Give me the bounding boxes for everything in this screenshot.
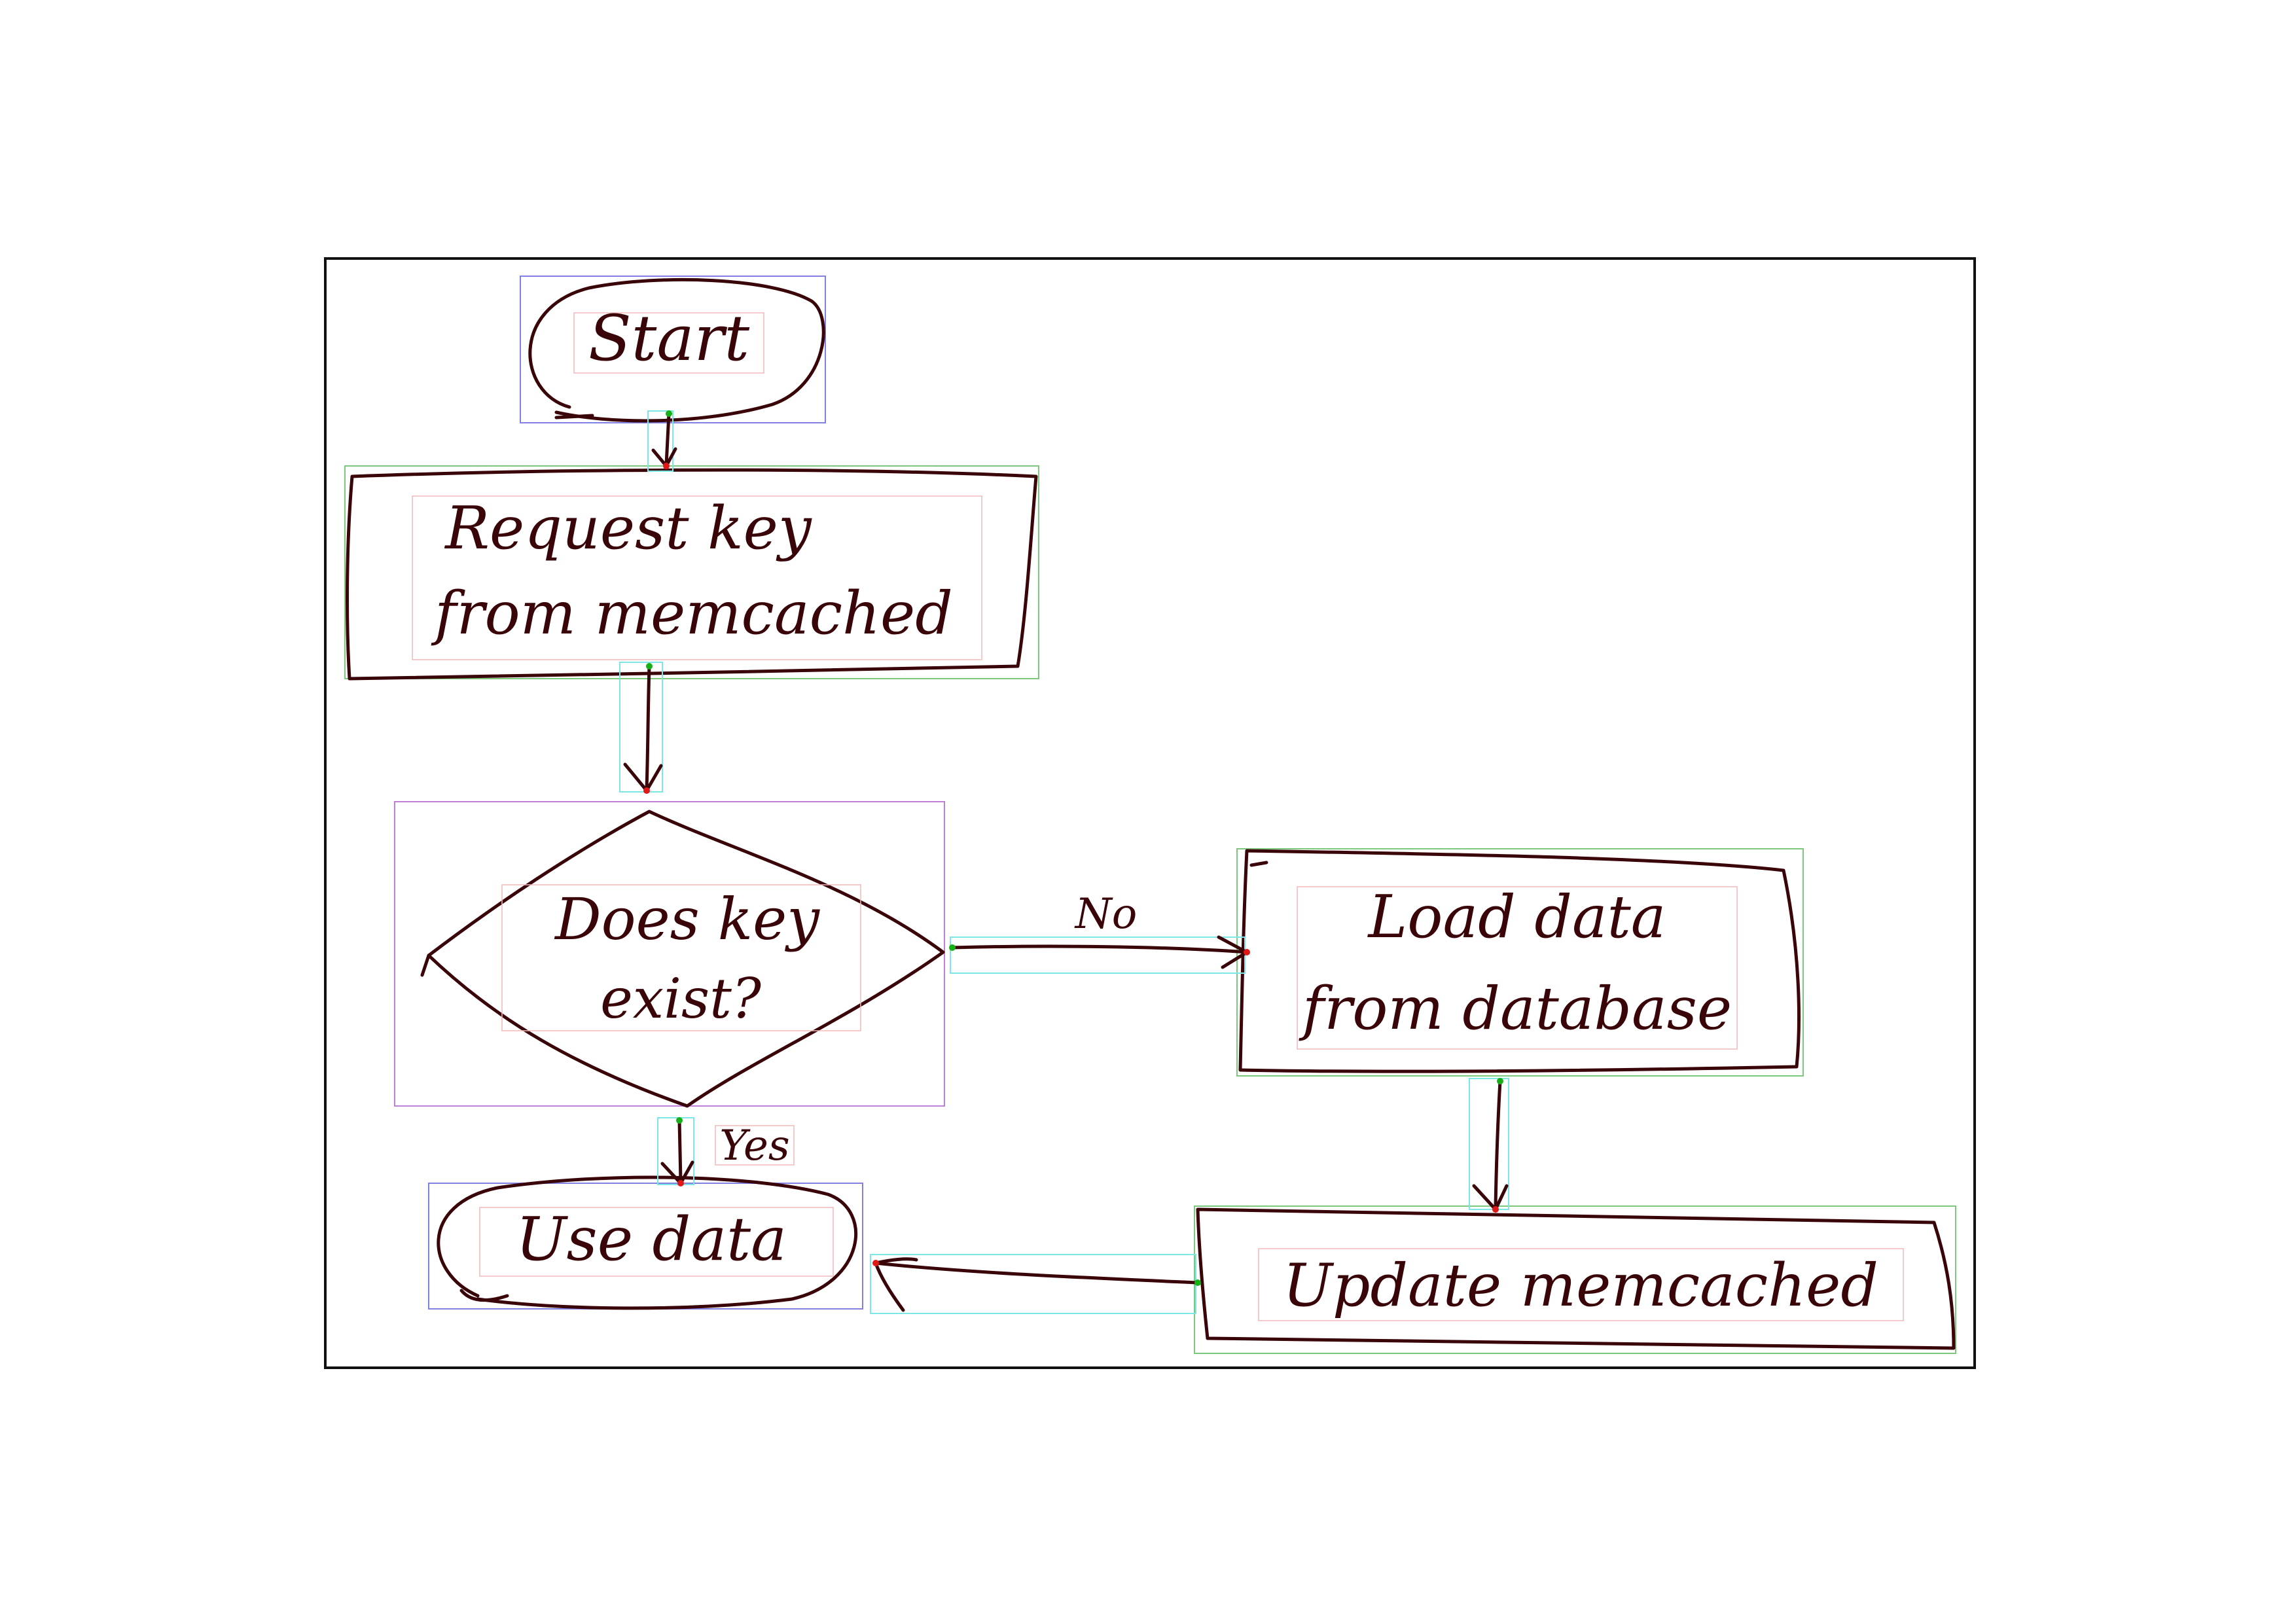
update-rectangle [1196,1207,1956,1350]
start-ellipse-tail [554,414,594,419]
edge-start-request-tail-dot [666,410,672,417]
node-use-data: Use data [428,1175,863,1310]
start-label: Start [588,302,749,375]
node-start: Start [520,276,826,423]
edge-load-update-tail-dot [1497,1078,1503,1084]
edge-request-decision-head-dot [643,787,650,794]
decision-text-bbox [501,884,861,1031]
update-label: Update memcached [1283,1251,1878,1320]
request-rectangle [346,468,1038,681]
edge-decision-use-arrowhead [660,1160,694,1185]
edge-load-update-bbox [1469,1078,1509,1210]
load-label-line2: from database [1299,974,1732,1043]
load-text-bbox [1297,886,1738,1050]
use-label: Use data [516,1204,787,1274]
edge-label-yes: Yes [719,1122,789,1170]
decision-diamond [427,810,945,1108]
edge-label-yes-bbox [715,1125,795,1166]
edge-decision-load-head-dot [1244,949,1250,955]
edge-request-to-decision [619,662,663,794]
edge-decision-load-line [950,944,1249,954]
edge-decision-use-head-dot [677,1180,684,1186]
edge-update-use-head-dot [872,1260,879,1266]
update-bbox [1194,1205,1956,1354]
edge-start-request-bbox [647,410,673,472]
request-bbox [344,465,1039,679]
edge-load-to-update [1469,1078,1509,1213]
start-text-bbox [573,312,764,374]
node-decision: Does key exist? [394,801,945,1108]
node-update-memcached: Update memcached [1194,1205,1956,1354]
node-load-data: Load data from database [1236,848,1804,1077]
load-rectangle [1238,849,1801,1073]
load-rectangle-corner [1249,861,1268,867]
request-text-bbox [412,495,982,660]
load-label-line1: Load data [1367,883,1666,952]
decision-bbox [394,801,945,1107]
edge-load-update-line [1494,1079,1502,1209]
node-request-key: Request key from memcached [344,465,1039,681]
decision-label-line1: Does key [554,885,820,953]
request-label-line2: from memcached [431,579,953,648]
edge-load-update-head-dot [1492,1206,1499,1213]
edge-request-decision-bbox [619,662,663,793]
edge-update-use-bbox [870,1254,1196,1314]
use-ellipse-tail [459,1289,509,1302]
edge-decision-load-tail-dot [949,944,956,951]
request-label-line1: Request key [444,494,812,563]
start-ellipse [528,277,825,423]
edge-decision-use-line [677,1118,683,1183]
edge-request-decision-line [645,664,651,791]
edge-request-decision-tail-dot [646,663,653,669]
edge-decision-to-load: No [949,890,1250,974]
decision-diamond-tick [420,954,431,977]
edge-start-to-request [647,410,677,472]
edge-label-no: No [1074,890,1138,938]
edge-start-request-line [664,412,671,467]
diagram-frame [324,257,1976,1369]
edge-update-use-line [874,1261,1200,1285]
edge-request-decision-arrowhead [623,762,663,793]
load-bbox [1236,848,1804,1077]
edge-decision-to-use: Yes [657,1117,795,1186]
update-text-bbox [1258,1248,1904,1321]
decision-label-line2: exist? [600,967,762,1031]
use-text-bbox [479,1207,834,1277]
edge-decision-load-bbox [950,936,1246,974]
edge-decision-use-bbox [657,1117,694,1185]
edge-update-to-use [870,1254,1201,1314]
edge-decision-use-tail-dot [676,1117,683,1124]
edge-start-request-head-dot [663,463,670,469]
edge-update-use-tail-dot [1194,1279,1201,1286]
use-ellipse [437,1175,858,1310]
